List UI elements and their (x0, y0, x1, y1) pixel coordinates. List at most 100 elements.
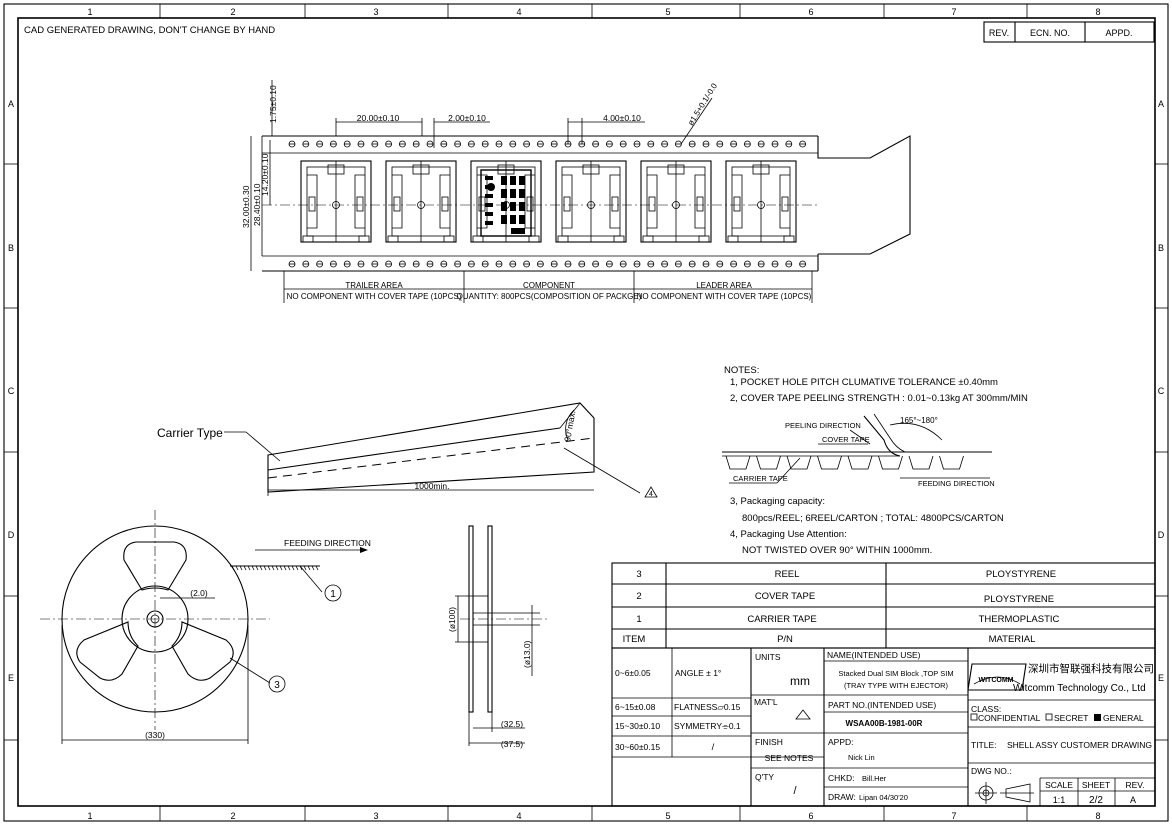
trailer-area-desc: NO COMPONENT WITH COVER TAPE (10PCS) (287, 292, 462, 301)
dwg-label: DWG NO.: (971, 766, 1012, 776)
bom-item-2: 2 (636, 591, 641, 602)
grid-column-label: 4 (516, 7, 521, 17)
dim-sprocket-pitch: 4.00±0.10 (603, 113, 641, 123)
grid-column-label: 6 (808, 7, 813, 17)
carrier-length-dim: 1000min. (415, 481, 450, 491)
grid-column-label: 8 (1095, 7, 1100, 17)
note-4-detail: NOT TWISTED OVER 90° WITHIN 1000mm. (742, 545, 932, 556)
tol-range-2: 6~15±0.08 (615, 702, 656, 712)
tape-pockets (300, 160, 797, 243)
tape-pocket (555, 160, 627, 243)
trailer-area-label: TRAILER AREA (345, 281, 403, 290)
company-logo: WITCOMM (967, 663, 1027, 691)
grid-row-label: C (8, 386, 15, 396)
grid-row-label: B (8, 243, 14, 253)
tape-pocket (725, 160, 797, 243)
reel-front-view: (2.0) (330) FEEDING DIRECTION 1 3 (40, 510, 371, 744)
reel-side-view: (ø100) (ø13.0) (32.5) (37.5) (447, 525, 548, 749)
tape-pocket (640, 160, 712, 243)
projection-symbol-icon (975, 782, 1034, 804)
tol-label-3: SYMMETRY⌯0.1 (674, 721, 741, 731)
reel-feeding-label: FEEDING DIRECTION (284, 538, 371, 548)
grid-column-label: 8 (1095, 811, 1100, 821)
dim-pocket-span: 28.40±0.10 (252, 183, 262, 226)
grid-column-label: 1 (87, 7, 92, 17)
grid-column-label: 3 (373, 7, 378, 17)
draw-label: DRAW: (828, 792, 856, 802)
revision-table: REV. ECN. NO. APPD. (983, 21, 1155, 43)
tol-range-3: 15~30±0.10 (615, 721, 660, 731)
leader-area-label: LEADER AREA (696, 281, 752, 290)
draw-value: Lipan 04/30'20 (859, 793, 908, 802)
note-2: 2, COVER TAPE PEELING STRENGTH : 0.01~0.… (730, 393, 1028, 404)
dim-hub-offset: (2.0) (190, 588, 208, 598)
balloon-3 (268, 675, 286, 693)
grid-row-label: C (1158, 386, 1165, 396)
dim-reel-inner-width: (32.5) (501, 719, 523, 729)
dim-hole-diameter: ø1.5+0.1/-0.0 (686, 81, 719, 127)
matl-label: MAT'L (754, 697, 778, 707)
grid-column-label: 6 (808, 811, 813, 821)
grid-row-label: E (1158, 673, 1164, 683)
bom-pn-1: CARRIER TAPE (747, 614, 816, 625)
grid-row-label: D (8, 530, 15, 540)
tape-pocket (470, 160, 542, 243)
bom-table: 3 REEL PLOYSTYRENE 2 COVER TAPE PLOYSTYR… (611, 562, 1156, 649)
dim-tape-width: 32.00±0.30 (241, 185, 251, 228)
class-confidential-label: CONFIDENTIAL (978, 713, 1041, 723)
qty-label: Q'TY (755, 772, 774, 782)
dim-pocket-pitch: 20.00±0.10 (357, 113, 400, 123)
tol-range-4: 30~60±0.15 (615, 742, 660, 752)
dim-reel-shaft: (ø13.0) (522, 640, 532, 668)
bom-pn-3: REEL (775, 569, 800, 580)
carrier-flag-note: 4 (649, 491, 653, 498)
title-value: SHELL ASSY CUSTOMER DRAWING (1007, 740, 1152, 750)
note-3-detail: 800pcs/REEL; 6REEL/CARTON ; TOTAL: 4800P… (742, 513, 1004, 524)
class-secret-label: SECRET (1054, 713, 1088, 723)
matl-warning-icon (795, 709, 811, 720)
tol-range-1: 0~6±0.05 (615, 668, 651, 678)
grid-row-label: B (1158, 243, 1164, 253)
carrier-angle-dim: 90°max. (562, 410, 577, 443)
company-name-en: Witcomm Technology Co., Ltd (1013, 683, 1146, 694)
tol-label-1: ANGLE ± 1° (675, 668, 721, 678)
name-label: NAME(INTENDED USE) (827, 650, 921, 660)
class-label: CLASS: (971, 704, 1001, 714)
grid-row-label: A (1158, 99, 1164, 109)
sheet-label: SHEET (1082, 780, 1110, 790)
bom-material-1: THERMOPLASTIC (979, 614, 1060, 625)
grid-column-label: 2 (230, 7, 235, 17)
peeling-direction-label: PEELING DIRECTION (785, 421, 861, 430)
grid-column-label: 1 (87, 811, 92, 821)
finish-label: FINISH (755, 737, 783, 747)
rev-header: REV. (989, 28, 1009, 38)
scale-label: SCALE (1045, 780, 1073, 790)
balloon-3-number: 3 (274, 680, 280, 691)
title-block: 0~6±0.05 ANGLE ± 1° 6~15±0.08 FLATNESS⏥0… (611, 647, 1156, 807)
appd-label: APPD: (828, 737, 854, 747)
dim-reel-bore: (ø100) (447, 607, 457, 632)
class-confidential-checkbox (970, 713, 978, 721)
company-name-cn: 深圳市智联强科技有限公司 (1028, 662, 1154, 675)
bom-material-3: PLOYSTYRENE (986, 569, 1056, 580)
component-area-label: COMPONENT (523, 281, 575, 290)
notes-section: NOTES: 1, POCKET HOLE PITCH CLUMATIVE TO… (722, 365, 1028, 556)
balloon-1-number: 1 (330, 589, 336, 600)
feeding-direction-label: FEEDING DIRECTION (918, 479, 995, 488)
notes-title: NOTES: (724, 365, 759, 376)
bom-header-pn: P/N (777, 634, 793, 645)
cad-note: CAD GENERATED DRAWING, DON'T CHANGE BY H… (24, 25, 275, 36)
units-value: mm (790, 674, 810, 688)
bom-pn-2: COVER TAPE (755, 591, 815, 602)
grid-column-label: 5 (665, 7, 670, 17)
carrier-tape-view: 20.00±0.10 2.00±0.10 4.00±0.10 ø1.5+0.1/… (241, 80, 911, 303)
grid-column-label: 4 (516, 811, 521, 821)
scale-value: 1:1 (1053, 795, 1066, 805)
bom-material-2: PLOYSTYRENE (984, 594, 1054, 605)
logo-text: WITCOMM (979, 677, 1014, 684)
bom-item-3: 3 (636, 569, 641, 580)
sheet-value: 2/2 (1089, 795, 1103, 806)
tol-label-4: / (712, 742, 715, 753)
finish-value: SEE NOTES (765, 753, 814, 763)
